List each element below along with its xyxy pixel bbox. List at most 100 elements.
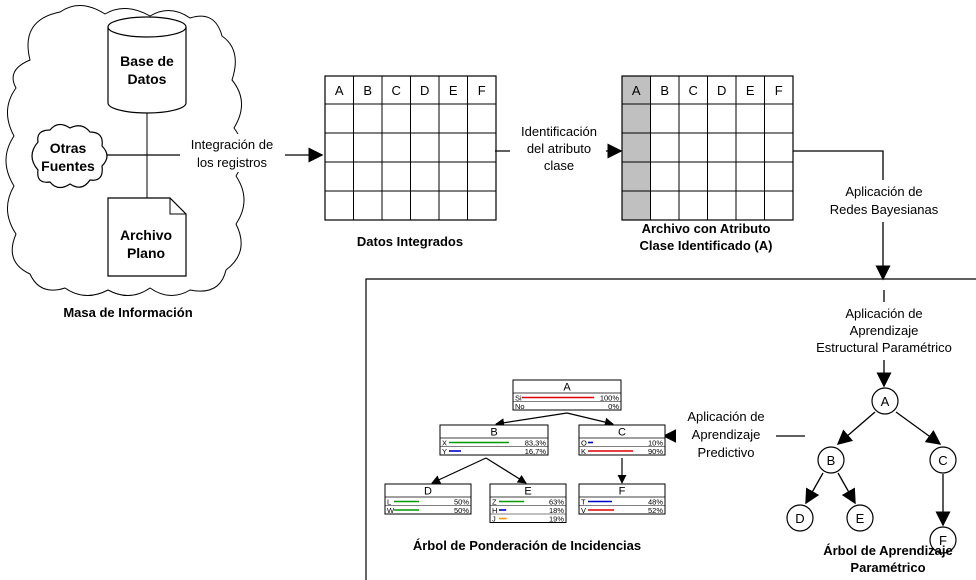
class-table-caption-line2: Clase Identificado (A) xyxy=(640,238,773,253)
identification-label-bg xyxy=(510,124,606,180)
param-node-f xyxy=(929,526,957,554)
structural-label-bg xyxy=(784,302,976,360)
integrated-table-caption: Datos Integrados xyxy=(357,234,463,249)
structural-label-line1: Aplicación de xyxy=(845,306,922,321)
class-table-caption-line1: Archivo con Atributo xyxy=(642,221,771,236)
param-node-d-label: D xyxy=(795,511,804,526)
param-node-f-label: F xyxy=(939,533,947,548)
state-percent: 10% xyxy=(648,438,663,447)
state-percent: 100% xyxy=(600,393,620,402)
param-node-b-label: B xyxy=(827,453,836,468)
database-label-line2: Datos xyxy=(128,71,167,87)
edge-b-d xyxy=(805,472,824,505)
identification-label-line2: del atributo xyxy=(527,141,591,156)
state-label: Y xyxy=(442,447,447,456)
state-label: J xyxy=(492,514,496,523)
integration-label-line1: Integración de xyxy=(191,137,273,152)
state-percent: 52% xyxy=(648,506,663,515)
state-percent: 18% xyxy=(549,506,564,515)
param-node-a xyxy=(871,387,899,415)
param-node-d xyxy=(786,504,814,532)
model-frame xyxy=(365,278,976,580)
state-label: O xyxy=(581,438,587,447)
integration-label-line2: los registros xyxy=(197,155,268,170)
database-label-line1: Base de xyxy=(120,53,174,69)
class-table-highlight-column xyxy=(622,76,651,220)
state-label: H xyxy=(492,506,497,515)
weighting-node-f: F T 48% V 52% xyxy=(578,483,666,515)
weighting-tree-caption: Árbol de Ponderación de Incidencias xyxy=(413,538,641,553)
integrated-table-header-b: B xyxy=(363,83,372,98)
state-percent: 16,7% xyxy=(525,447,547,456)
other-sources-cloud: Otras Fuentes xyxy=(31,123,108,189)
bayesian-label-line2: Redes Bayesianas xyxy=(830,202,939,217)
weighting-node-title: B xyxy=(490,427,497,439)
flat-file-label-line2: Plano xyxy=(127,245,165,261)
weighting-node-title: C xyxy=(618,427,626,439)
state-percent: 19% xyxy=(549,514,564,523)
weighting-tree-edges xyxy=(431,412,627,484)
state-percent: 90% xyxy=(648,447,663,456)
state-label: W xyxy=(387,506,395,515)
integrated-table-header-c: C xyxy=(392,83,401,98)
state-percent: 48% xyxy=(648,497,663,506)
weighting-node-c: C O 10% K 90% xyxy=(578,424,666,456)
predictive-label-line2: Aprendizaje xyxy=(692,427,761,442)
param-node-e-label: E xyxy=(856,511,865,526)
identification-label-line1: Identificación xyxy=(521,124,597,139)
weighting-node-d: D L 50% W 50% xyxy=(384,483,472,515)
other-sources-label-line2: Fuentes xyxy=(41,158,95,174)
other-sources-label-line1: Otras xyxy=(50,140,87,156)
identification-label-line3: clase xyxy=(544,158,574,173)
weighting-node-e: E Z 63% H 18% J 19% xyxy=(489,483,567,523)
edge-a-b xyxy=(836,411,876,445)
predictive-label-bg xyxy=(676,406,776,464)
state-label: No xyxy=(515,402,525,411)
structural-label-line2: Aprendizaje xyxy=(850,323,919,338)
weighting-node-title: F xyxy=(619,486,626,498)
weighting-node-title: D xyxy=(424,486,432,498)
class-table-header-f: F xyxy=(775,83,783,98)
param-node-c-label: C xyxy=(938,453,947,468)
class-table-header-c: C xyxy=(689,83,698,98)
bayesian-arrow xyxy=(793,150,891,281)
predictive-label-line1: Aplicación de xyxy=(687,409,764,424)
class-identified-table: A B C D E F xyxy=(621,75,794,221)
state-percent: 50% xyxy=(454,497,469,506)
state-percent: 0% xyxy=(608,402,619,411)
integrated-table-header-e: E xyxy=(449,83,458,98)
parametric-tree-caption-line1: Árbol de Aprendizaje xyxy=(823,543,953,558)
state-percent: 83,3% xyxy=(525,438,547,447)
class-table-header-a: A xyxy=(632,83,641,98)
parametric-tree-caption-line2: Paramétrico xyxy=(850,560,925,575)
state-label: T xyxy=(581,497,586,506)
param-node-e xyxy=(846,504,874,532)
param-node-b xyxy=(817,446,845,474)
class-table-header-b: B xyxy=(660,83,669,98)
predictive-label-line3: Predictivo xyxy=(697,445,754,460)
edge-b-e xyxy=(837,472,856,505)
param-node-c xyxy=(929,446,957,474)
state-label: V xyxy=(581,506,586,515)
state-label: X xyxy=(442,438,447,447)
state-percent: 63% xyxy=(549,497,564,506)
edge-a-c xyxy=(895,411,942,445)
class-table-header-d: D xyxy=(717,83,726,98)
database-cylinder: Base de Datos xyxy=(107,16,187,114)
parametric-tree: A B C D E F xyxy=(786,387,957,554)
information-mass-caption: Masa de Información xyxy=(63,305,192,320)
state-label: K xyxy=(581,447,586,456)
weighting-node-title: E xyxy=(524,486,531,498)
weighting-node-b: B X 83,3% Y 16,7% xyxy=(439,424,549,456)
state-label: Z xyxy=(492,497,497,506)
state-label: L xyxy=(387,497,391,506)
integrated-table-header-d: D xyxy=(420,83,429,98)
state-percent: 50% xyxy=(454,506,469,515)
state-label: Si xyxy=(515,393,522,402)
class-table-header-e: E xyxy=(746,83,755,98)
integrated-table-header-f: F xyxy=(478,83,486,98)
